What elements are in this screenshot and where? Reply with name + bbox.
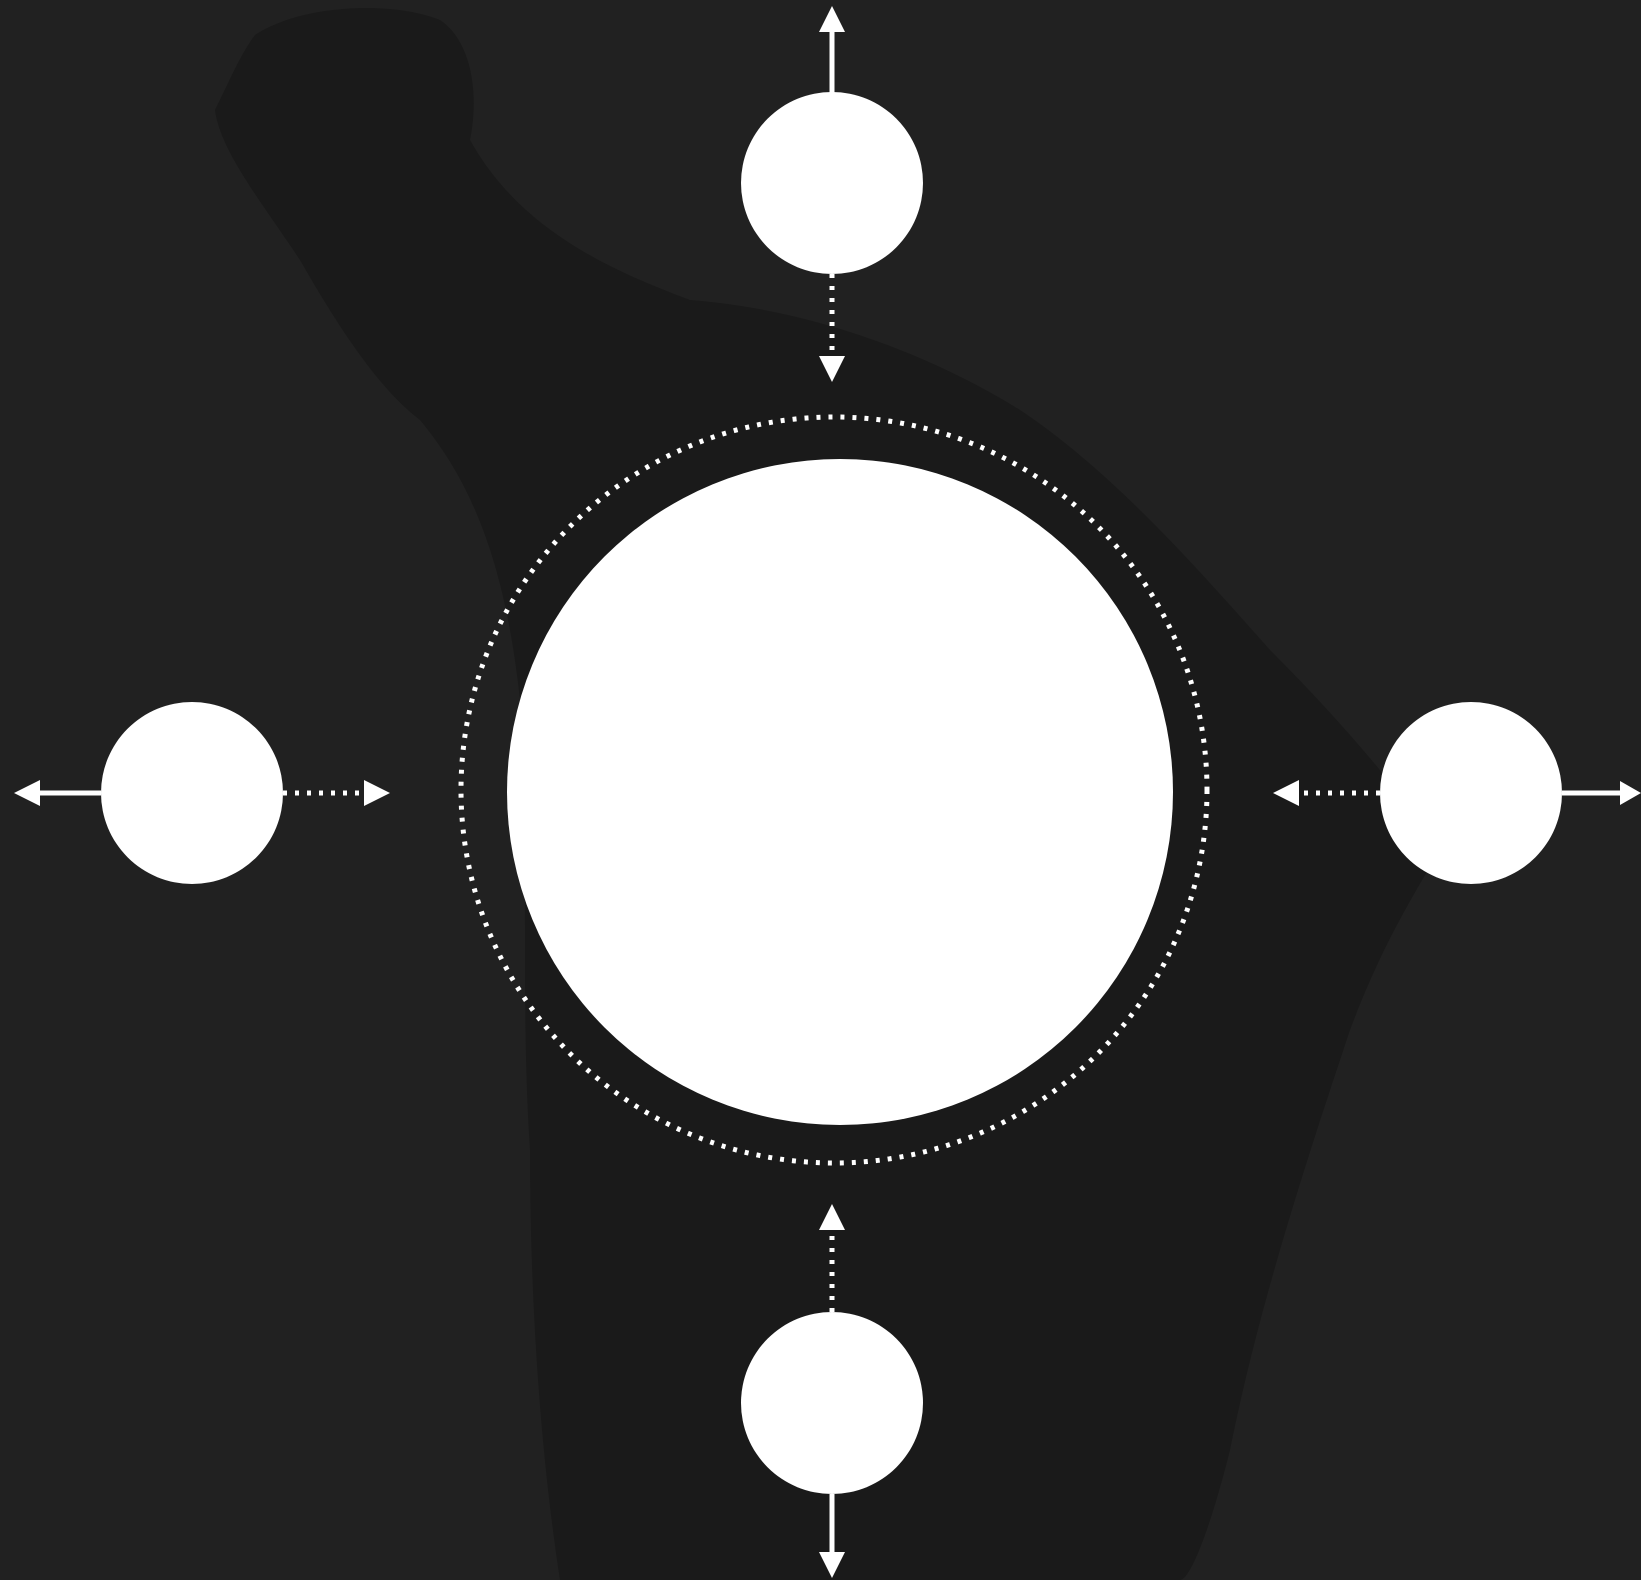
center-node xyxy=(507,459,1173,1125)
satellite-node-left xyxy=(101,702,283,884)
satellite-node-right xyxy=(1380,702,1562,884)
satellite-node-top xyxy=(741,92,923,274)
satellite-node-bottom xyxy=(741,1312,923,1494)
